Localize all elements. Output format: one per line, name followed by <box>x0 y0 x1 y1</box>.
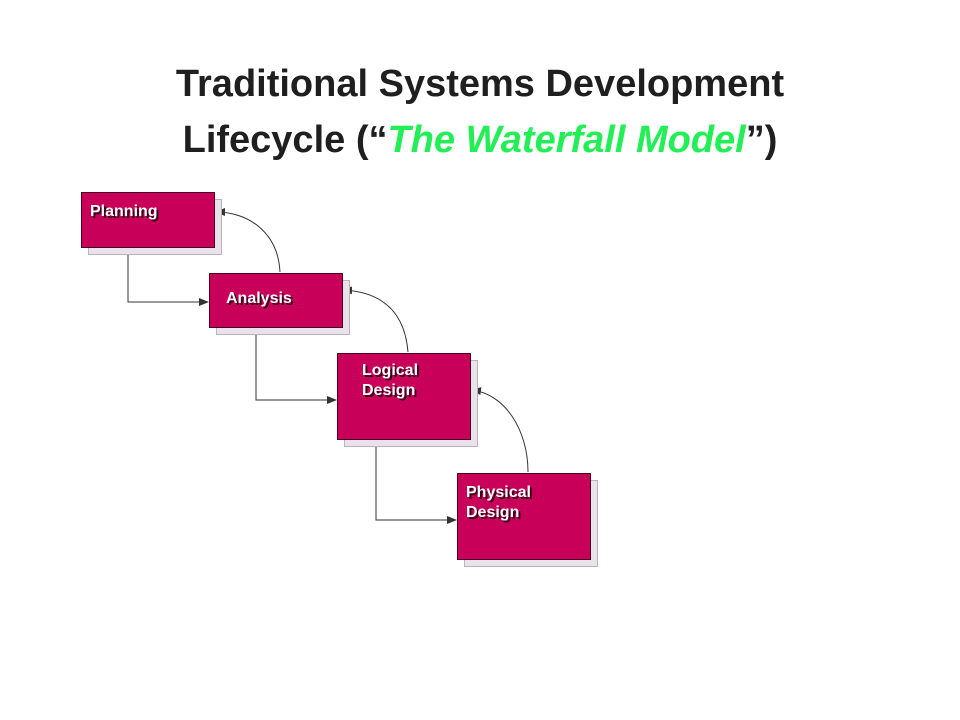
title-suffix: ”) <box>745 119 778 161</box>
stage-logical-design: Logical Design <box>337 353 471 440</box>
feedback-arrow-logical-design-analysis <box>342 286 409 353</box>
page-title: Traditional Systems Development Lifecycl… <box>0 56 960 168</box>
stage-analysis: Analysis <box>209 273 343 328</box>
stage-planning: Planning <box>81 192 215 248</box>
forward-arrow-planning-analysis <box>127 249 209 306</box>
forward-arrow-analysis-logical-design <box>255 329 337 404</box>
feedback-arrow-physical-logical-design <box>471 387 529 473</box>
title-line-1: Traditional Systems Development <box>175 63 785 105</box>
stage-label: Analysis <box>226 290 292 307</box>
title-prefix: Lifecycle (“ <box>182 119 388 161</box>
stage-physical-design: Physical Design <box>457 473 591 560</box>
title-highlight: The Waterfall Model <box>387 119 746 161</box>
feedback-arrow-analysis-planning <box>215 208 281 273</box>
stage-label: Physical Design <box>466 484 531 521</box>
stage-label: Planning <box>90 203 158 220</box>
stage-label: Logical Design <box>362 362 419 399</box>
title-line-2: Lifecycle (“The Waterfall Model”) <box>0 112 960 168</box>
forward-arrow-logical-physical-design <box>375 441 457 524</box>
